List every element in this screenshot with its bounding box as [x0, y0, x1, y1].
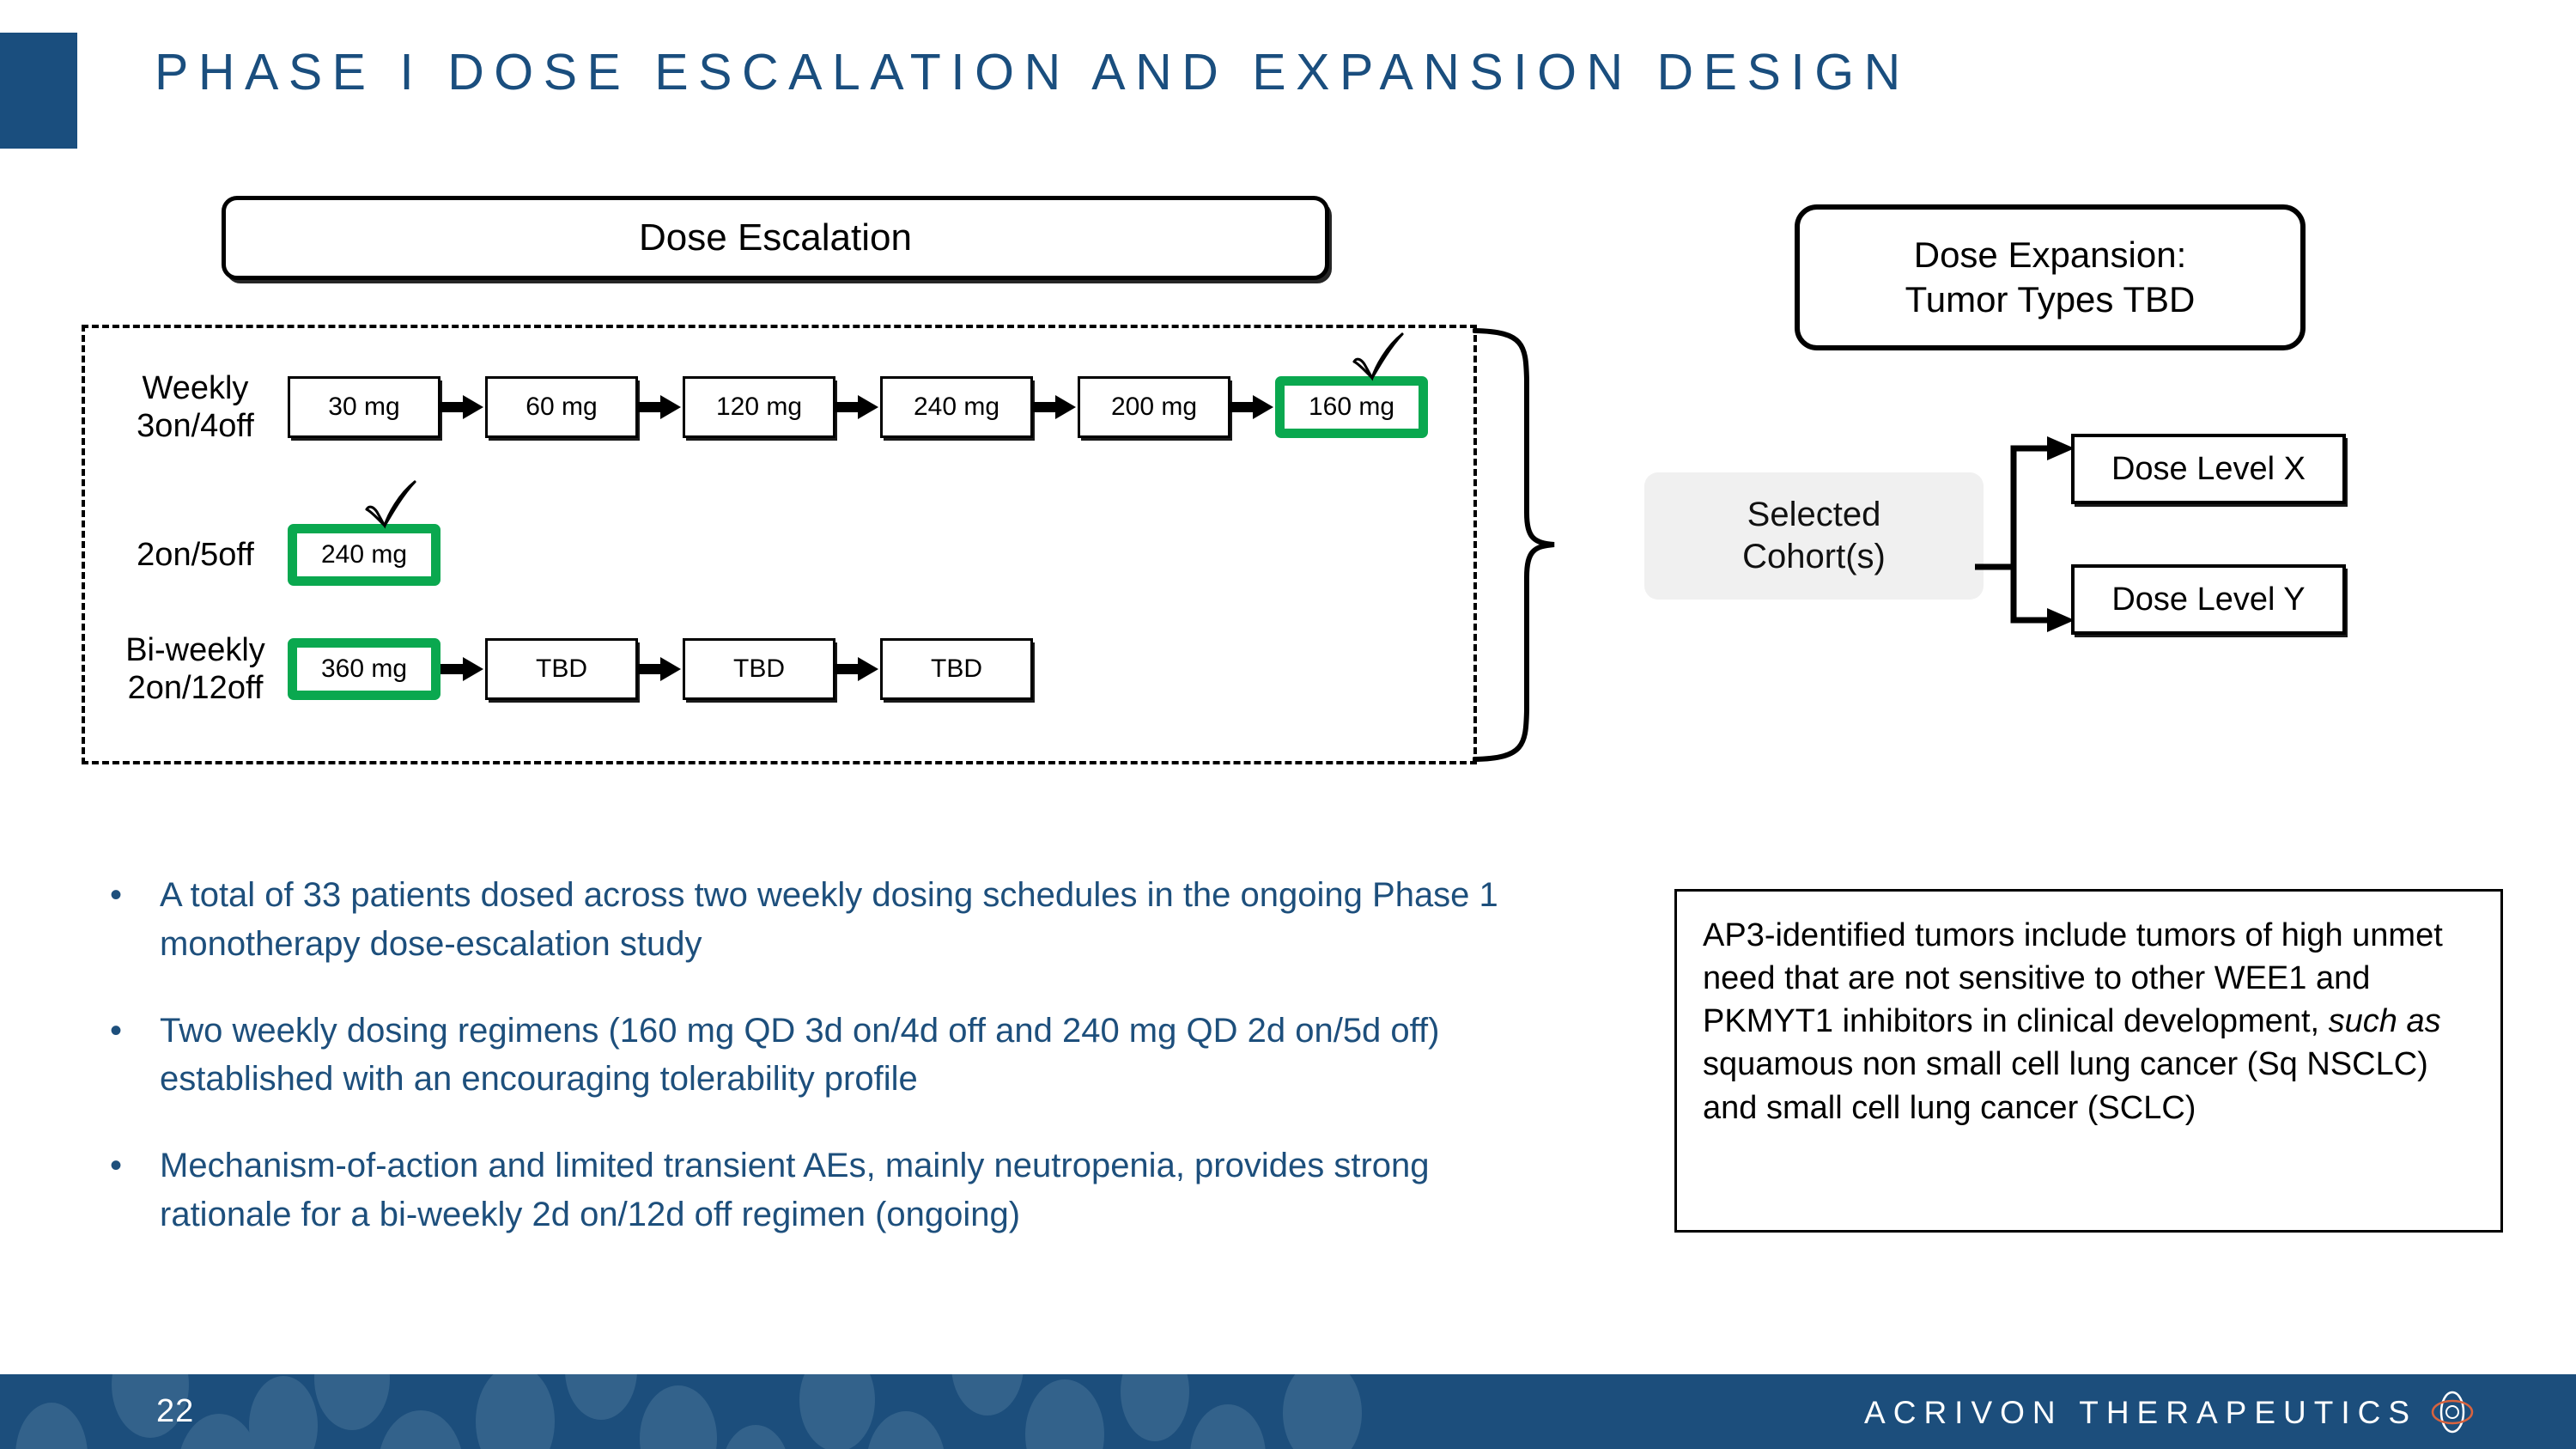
dose-row-biweekly: Bi-weekly 2on/12off 360 mg TBD TBD TBD [103, 631, 1033, 707]
dose-escalation-dashed-container [82, 325, 1477, 764]
dose-escalation-header-box: Dose Escalation [222, 196, 1329, 280]
dose-box[interactable]: TBD [683, 638, 835, 701]
bullet-marker-icon: • [110, 876, 123, 914]
dose-box[interactable]: TBD [880, 638, 1033, 701]
dose-expansion-line-1: Dose Expansion: [1913, 234, 2187, 275]
dose-expansion-box: Dose Expansion: Tumor Types TBD [1795, 204, 2306, 350]
company-name: ACRIVON THERAPEUTICS [1864, 1395, 2417, 1430]
bullet-text: Mechanism-of-action and limited transien… [160, 1147, 1430, 1233]
bullet-text: A total of 33 patients dosed across two … [160, 876, 1498, 963]
dose-level-y-box: Dose Level Y [2071, 564, 2346, 635]
page-number: 22 [156, 1393, 195, 1429]
arrow-icon [1033, 394, 1078, 420]
dose-box-selected[interactable]: 360 mg [288, 638, 440, 701]
dose-box[interactable]: 120 mg [683, 376, 835, 439]
bullet-item: • A total of 33 patients dosed across two… [110, 871, 1501, 969]
ap3-note-part-1: AP3-identified tumors include tumors of … [1703, 917, 2443, 1040]
title-accent-bar [0, 33, 77, 149]
dose-box-label: 160 mg [1308, 393, 1395, 422]
dose-expansion-line-2: Tumor Types TBD [1905, 279, 2196, 320]
arrow-icon [835, 394, 880, 420]
dose-box[interactable]: 30 mg [288, 376, 440, 439]
bullet-marker-icon: • [110, 1147, 123, 1185]
arrow-icon [440, 394, 485, 420]
selected-cohorts-box: Selected Cohort(s) [1644, 472, 1984, 600]
bullet-text: Two weekly dosing regimens (160 mg QD 3d… [160, 1011, 1440, 1099]
curly-brace-connector [1473, 328, 1555, 762]
dose-box-label: 240 mg [320, 540, 408, 569]
page-title: PHASE I DOSE ESCALATION AND EXPANSION DE… [155, 44, 1911, 100]
dose-row-label: 2on/5off [137, 536, 254, 573]
dose-row-label: Bi-weekly 2on/12off [125, 632, 265, 707]
dose-box-label: 360 mg [320, 654, 408, 684]
dose-box-label: 30 mg [328, 393, 400, 422]
arrow-icon [835, 656, 880, 682]
dose-escalation-header-label: Dose Escalation [639, 216, 912, 259]
selected-cohorts-line-1: Selected [1747, 496, 1881, 534]
acrivon-logo-icon [2431, 1391, 2474, 1434]
dose-box[interactable]: TBD [485, 638, 638, 701]
dose-box-label: 120 mg [715, 393, 803, 422]
dose-box[interactable]: 240 mg [880, 376, 1033, 439]
dose-box[interactable]: 200 mg [1078, 376, 1230, 439]
dose-box-label: TBD [931, 654, 982, 684]
selected-cohorts-line-2: Cohort(s) [1742, 538, 1886, 575]
dose-level-x-box: Dose Level X [2071, 434, 2346, 504]
dose-box-selected[interactable]: 160 mg [1275, 332, 1428, 439]
dose-box-label: 60 mg [526, 393, 598, 422]
dose-box-label: 200 mg [1110, 393, 1198, 422]
dose-row-label: Weekly 3on/4off [137, 370, 254, 445]
dose-level-x-label: Dose Level X [2111, 450, 2306, 487]
dose-box[interactable]: 60 mg [485, 376, 638, 439]
arrow-icon [440, 656, 485, 682]
slide-footer: 22 ACRIVON THERAPEUTICS [0, 1374, 2576, 1449]
footer-oval-pattern [15, 1374, 1362, 1449]
dose-box-label: TBD [733, 654, 785, 684]
ap3-note-text: AP3-identified tumors include tumors of … [1703, 914, 2475, 1129]
bullet-item: • Two weekly dosing regimens (160 mg QD 3… [110, 1007, 1501, 1105]
arrow-icon [638, 394, 683, 420]
dose-row-2on5off: 2on/5off 240 mg [103, 480, 440, 586]
ap3-note-part-2: squamous non small cell lung cancer (Sq … [1703, 1046, 2428, 1126]
dose-box-label: TBD [536, 654, 587, 684]
cohort-branch-connector [1975, 436, 2075, 632]
arrow-icon [638, 656, 683, 682]
bullet-marker-icon: • [110, 1011, 123, 1050]
arrow-icon [1230, 394, 1275, 420]
ap3-note-italic: such as [2328, 1003, 2441, 1040]
dose-level-y-label: Dose Level Y [2111, 581, 2306, 618]
ap3-note-box: AP3-identified tumors include tumors of … [1674, 889, 2503, 1233]
dose-row-weekly: Weekly 3on/4off 30 mg 60 mg 120 mg 240 mg 200… [103, 332, 1428, 445]
bullet-item: • Mechanism-of-action and limited transie… [110, 1142, 1501, 1239]
bullet-list: • A total of 33 patients dosed across two… [110, 871, 1501, 1277]
dose-box-label: 240 mg [913, 393, 1000, 422]
dose-box-selected[interactable]: 240 mg [288, 480, 440, 586]
